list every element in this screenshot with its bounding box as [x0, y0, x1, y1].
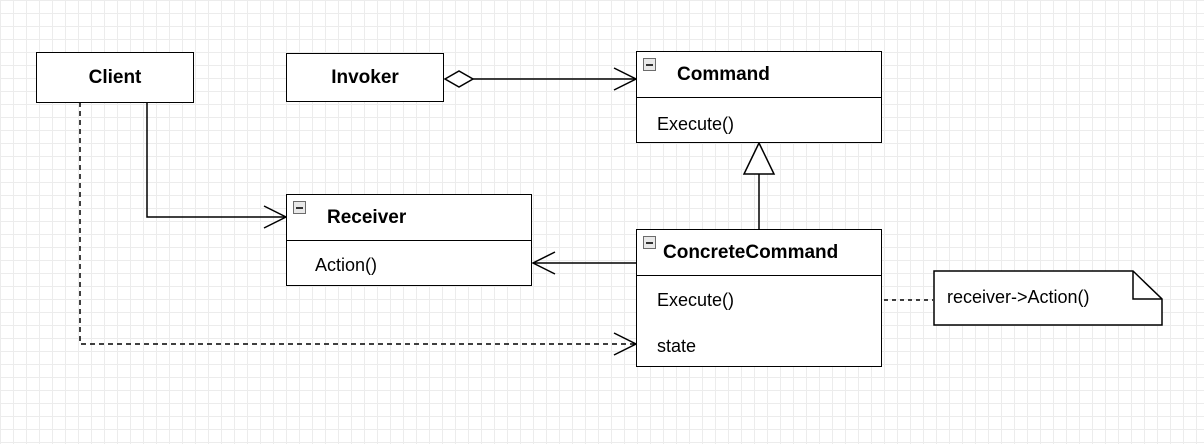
attribute-state: state: [657, 336, 697, 356]
note[interactable]: receiver->Action(): [933, 270, 1163, 326]
class-header: Command: [637, 52, 881, 98]
collapse-icon[interactable]: [293, 201, 306, 214]
command-class[interactable]: Command Execute(): [636, 51, 882, 143]
concrete-command-generalization: [742, 141, 776, 229]
collapse-icon[interactable]: [643, 58, 656, 71]
invoker-class[interactable]: Invoker: [286, 53, 444, 102]
concrete-command-class[interactable]: ConcreteCommand Execute() state: [636, 229, 882, 367]
receiver-class[interactable]: Receiver Action(): [286, 194, 532, 286]
class-name: Invoker: [331, 66, 399, 88]
class-name: Client: [88, 66, 142, 88]
note-text: receiver->Action(): [947, 287, 1090, 307]
note-shape: [933, 270, 1163, 326]
class-header: ConcreteCommand: [637, 230, 881, 276]
class-header: Receiver: [287, 195, 531, 241]
class-name: ConcreteCommand: [663, 241, 839, 263]
invoker-command-aggregation: [443, 67, 638, 91]
collapse-icon[interactable]: [643, 236, 656, 249]
method-action: Action(): [315, 255, 378, 275]
class-name: Command: [677, 63, 770, 85]
method-execute: Execute(): [657, 290, 735, 310]
concrete-command-receiver-association: [531, 251, 636, 275]
class-name: Receiver: [327, 206, 407, 228]
client-class[interactable]: Client: [36, 52, 194, 103]
client-receiver-association: [146, 102, 288, 229]
method-execute: Execute(): [657, 114, 735, 134]
